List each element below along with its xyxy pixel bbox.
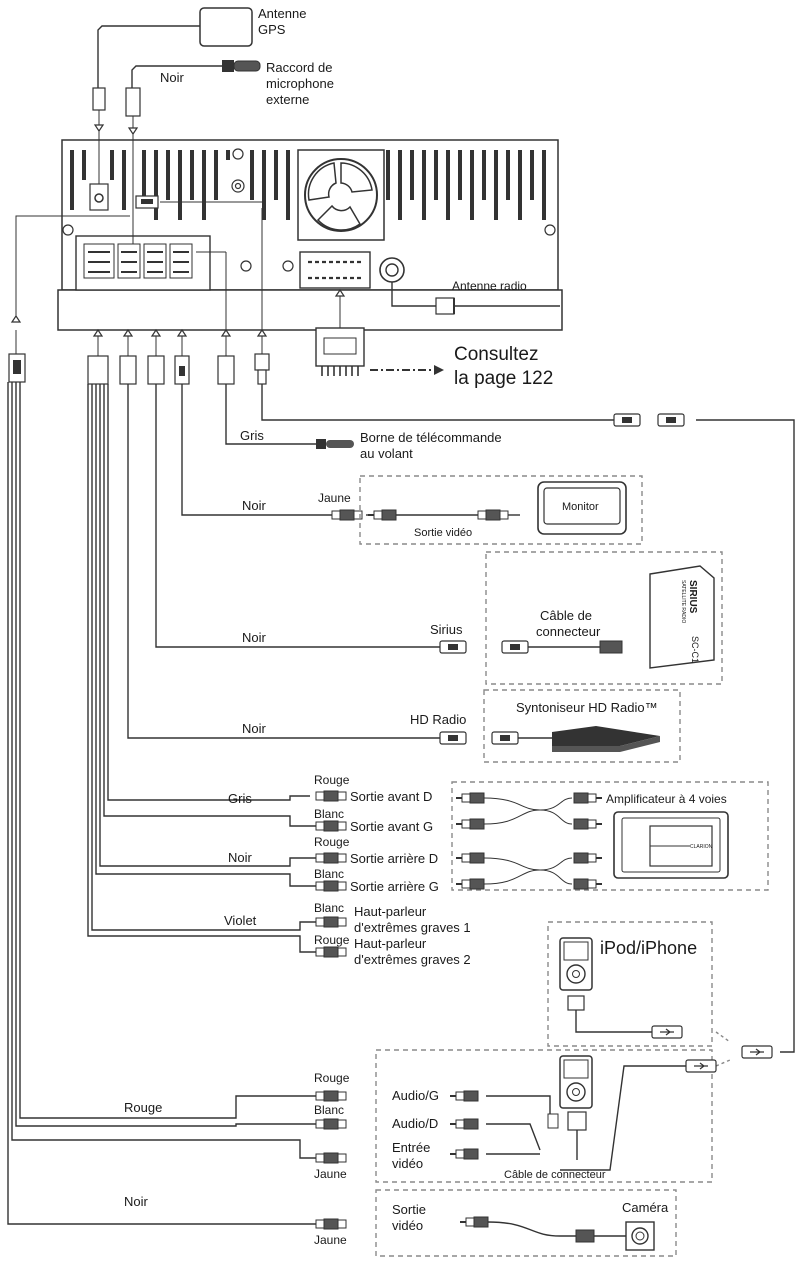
audio-left-label: Audio/G: [392, 1088, 439, 1103]
sub-wire-label: Violet: [224, 913, 257, 928]
hd-tuner-device: [491, 726, 660, 752]
harness-stubs: [8, 201, 270, 385]
monitor-device: Monitor: [537, 481, 627, 535]
front-right-label: Sortie avant D: [350, 789, 432, 804]
ipod-device-aux: [559, 1055, 593, 1109]
hd-radio-label: HD Radio: [410, 712, 466, 727]
blanc-sub1-label: Blanc: [314, 901, 344, 915]
video-wire-label: Noir: [242, 498, 267, 513]
head-unit: [57, 139, 563, 331]
radio-antenna-label: Antenne radio: [452, 279, 527, 293]
rear-right-label: Sortie arrière D: [350, 851, 438, 866]
sirius-sub: SATELLITE RADIO: [680, 580, 686, 623]
rear-wire-label: Noir: [228, 850, 253, 865]
front-left-label: Sortie avant G: [350, 819, 433, 834]
blanc-front-label: Blanc: [314, 807, 344, 821]
rouge-sub2-label: Rouge: [314, 933, 350, 947]
video-yellow-label: Jaune: [318, 491, 351, 505]
camera-box: [375, 1189, 677, 1257]
monitor-box: [359, 475, 643, 545]
aux-cables: [449, 1059, 717, 1171]
aux-jaune-label: Jaune: [314, 1167, 347, 1181]
amplifier-box: [451, 781, 769, 891]
power-plug: [315, 289, 444, 376]
video-out-monitor-label: Sortie vidéo: [414, 527, 472, 539]
rouge-rear-label: Rouge: [314, 835, 350, 849]
aux-rouge-label: Rouge: [314, 1071, 350, 1085]
steering-remote-plug: [316, 439, 354, 449]
ipod-box: [547, 921, 713, 1047]
monitor-cable: [366, 509, 520, 521]
ipod-device-top: [559, 937, 683, 1039]
hd-box: [483, 689, 681, 763]
ipod-label: iPod/iPhone: [600, 938, 697, 958]
amp-brand: CLARION: [690, 844, 713, 850]
camera-wire-label: Noir: [124, 1194, 149, 1209]
camera-label: Caméra: [622, 1200, 669, 1215]
amplifier-device: CLARION: [613, 811, 729, 879]
sirius-wire-label: Noir: [242, 630, 267, 645]
aux-blanc-label: Blanc: [314, 1103, 344, 1117]
mic-connector: [125, 60, 261, 244]
blanc-rear-label: Blanc: [314, 867, 344, 881]
sirius-brand: SIRIUS: [687, 580, 698, 614]
gps-antenna: [92, 7, 253, 184]
sirius-cable: [501, 640, 623, 654]
sirius-tuner: SIRIUS SATELLITE RADIO SC-C1: [649, 565, 715, 669]
mic-wire-label: Noir: [160, 70, 185, 85]
front-wire-label: Gris: [228, 791, 252, 806]
sirius-box: [485, 551, 723, 685]
rouge-front-label: Rouge: [314, 773, 350, 787]
aux-red-wire-label: Rouge: [124, 1100, 162, 1115]
hd-tuner-label: Syntoniseur HD Radio™: [516, 700, 658, 715]
harness-wires: [7, 382, 795, 1225]
monitor-label: Monitor: [562, 501, 599, 513]
amplifier-label: Amplificateur à 4 voies: [606, 792, 727, 806]
steering-wire-label: Gris: [240, 428, 264, 443]
audio-right-label: Audio/D: [392, 1116, 438, 1131]
sirius-code: SC-C1: [690, 636, 700, 663]
amp-cables: [455, 792, 603, 890]
sirius-label: Sirius: [430, 622, 463, 637]
radio-antenna: [391, 282, 560, 315]
hd-wire-label: Noir: [242, 721, 267, 736]
usb-connectors: [613, 413, 773, 1067]
connector-cable-label: Câble de connecteur: [504, 1169, 606, 1181]
rear-left-label: Sortie arrière G: [350, 879, 439, 894]
camera-cable: [459, 1216, 655, 1251]
camera-jaune-label: Jaune: [314, 1233, 347, 1247]
